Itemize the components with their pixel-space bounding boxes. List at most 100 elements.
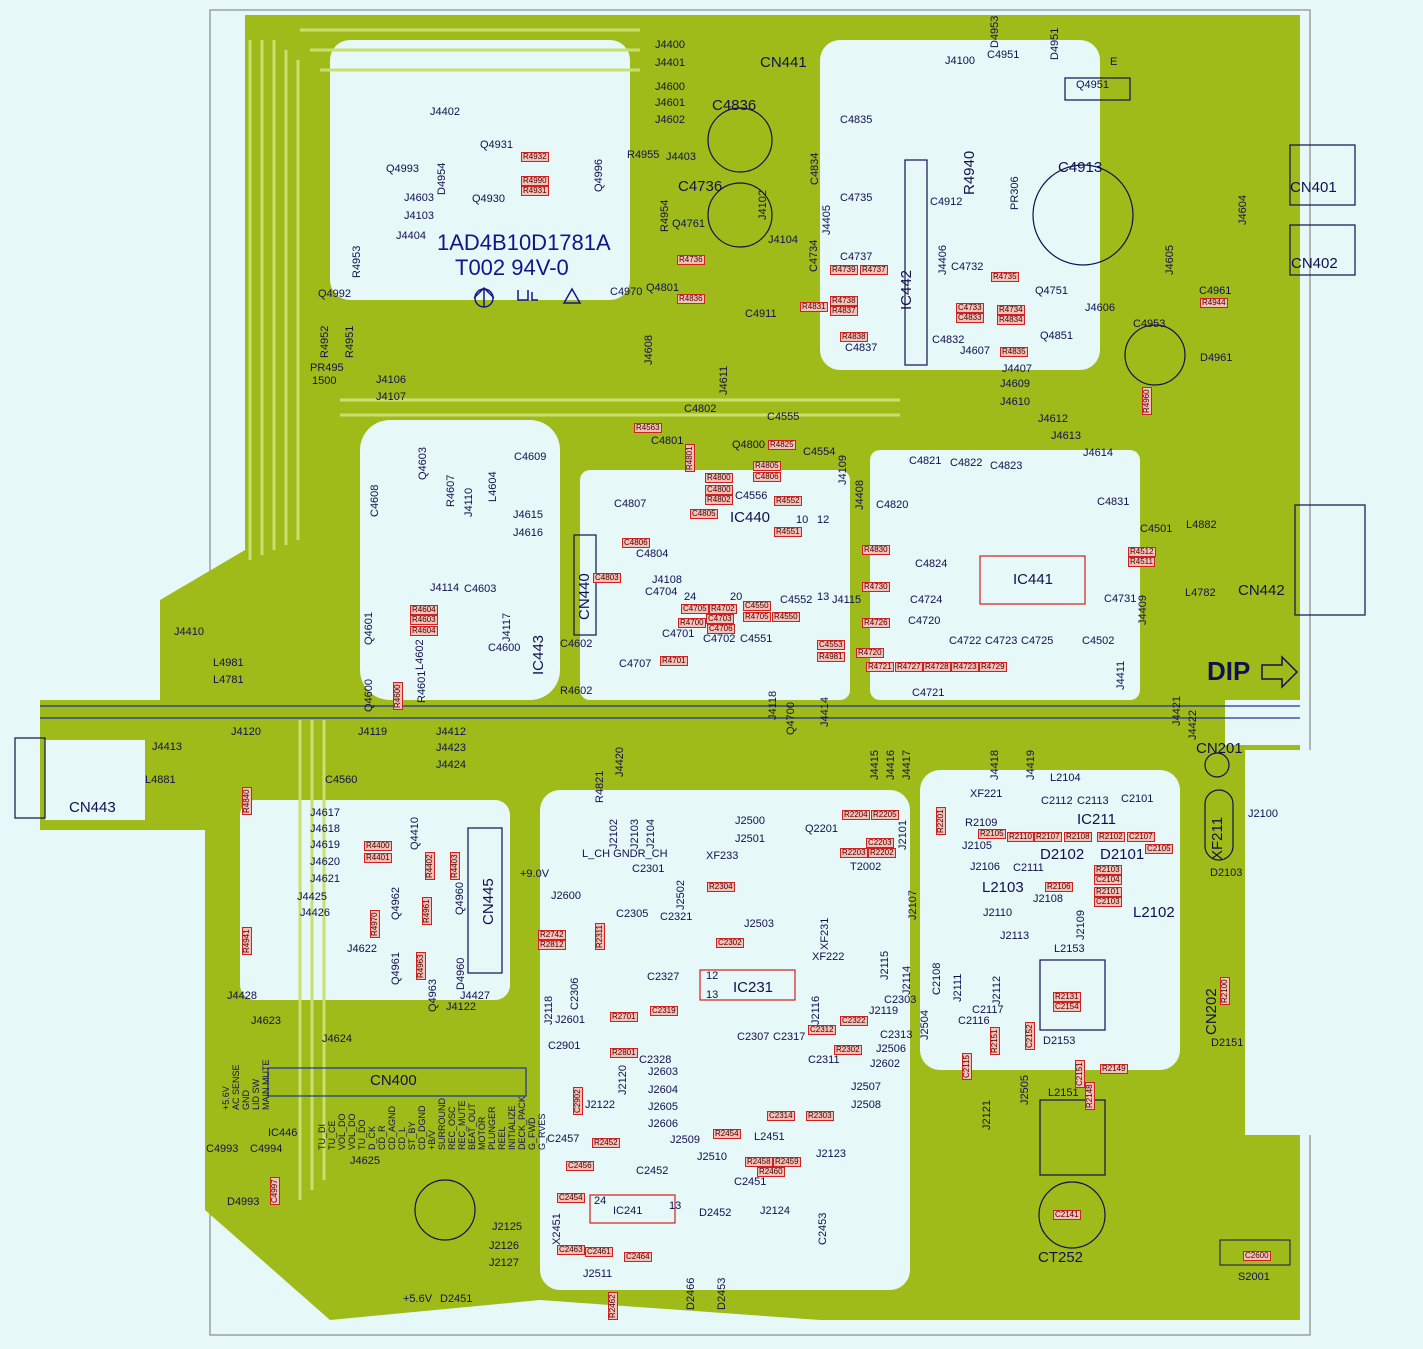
resistor-label: C4833 <box>956 313 984 323</box>
component-label: D4960 <box>455 957 467 990</box>
cn400-pin-label: CD_DGND <box>417 1105 427 1150</box>
component-label: J4119 <box>358 726 388 738</box>
resistor-label: C2115 <box>962 1053 972 1080</box>
component-label: J2110 <box>983 907 1013 919</box>
component-label: C4970 <box>610 286 643 298</box>
component-label: J4405 <box>821 205 833 235</box>
component-label: L4981 <box>213 657 244 669</box>
resistor-label: R4400 <box>364 841 392 851</box>
component-label: L2104 <box>1050 772 1081 784</box>
resistor-label: R2110 <box>1007 832 1034 842</box>
component-label: J4615 <box>513 509 543 521</box>
resistor-label: C2141 <box>1053 1210 1081 1220</box>
component-label: L4781 <box>213 674 244 686</box>
resistor-label: R4729 <box>979 662 1007 672</box>
resistor-label: R4836 <box>677 294 705 304</box>
component-label: C4724 <box>910 594 943 606</box>
component-label: J4412 <box>436 726 466 738</box>
component-label: J4118 <box>767 690 779 720</box>
component-label: L4604 <box>487 471 499 502</box>
component-label: D4954 <box>436 162 448 195</box>
component-label: J4610 <box>1000 396 1030 408</box>
component-label: C4802 <box>684 403 717 415</box>
component-label: J2506 <box>876 1043 906 1055</box>
cn400-pin-label: SURROUND <box>437 1097 447 1150</box>
cn400-pin-label: TU_DI <box>317 1123 327 1150</box>
component-label: J2121 <box>981 1100 993 1130</box>
component-label: CN401 <box>1290 179 1337 196</box>
component-label: J4616 <box>513 527 543 539</box>
component-label: J2120 <box>617 1065 629 1095</box>
resistor-label: R4960 <box>1142 387 1152 415</box>
component-label: C4832 <box>932 334 965 346</box>
component-label: IC211 <box>1077 811 1116 828</box>
resistor-label: R4941 <box>242 927 252 955</box>
component-label: C2113 <box>1077 795 1109 807</box>
resistor-label: R2204 <box>842 810 870 820</box>
component-label: C4911 <box>745 308 777 320</box>
component-label: L4782 <box>1185 587 1216 599</box>
component-label: J2108 <box>1033 893 1063 905</box>
component-label: J4407 <box>1002 363 1032 375</box>
component-label: C4735 <box>840 192 873 204</box>
component-label: J4612 <box>1038 413 1068 425</box>
component-label: J4409 <box>1137 595 1149 625</box>
cn400-pin-label: VOL_DO <box>347 1113 357 1150</box>
component-label: Q4801 <box>646 282 680 294</box>
component-label: C2901 <box>548 1040 581 1052</box>
resistor-label: C4703 <box>706 614 734 624</box>
board-rating: T002 94V-0 <box>455 255 569 280</box>
component-label: 12 <box>706 970 719 982</box>
component-label: J2101 <box>897 820 909 850</box>
component-label: R4951 <box>344 325 356 358</box>
resistor-label: R4705 <box>743 612 771 622</box>
dip-arrow-icon <box>1261 655 1299 689</box>
resistor-label: C2302 <box>716 938 744 948</box>
component-label: L2451 <box>754 1131 785 1143</box>
resistor-label: C2463 <box>557 1245 585 1255</box>
component-label: J4608 <box>643 335 655 365</box>
component-label: J4421 <box>1171 696 1183 726</box>
component-label: C4951 <box>987 49 1020 61</box>
cn400-pin-label: REEL <box>497 1126 507 1150</box>
component-label: J4618 <box>310 823 340 835</box>
component-label: J4109 <box>837 455 849 485</box>
component-label: C4824 <box>915 558 948 570</box>
component-label: CT252 <box>1038 1249 1084 1266</box>
component-label: C4835 <box>840 114 873 126</box>
component-label: C4732 <box>951 261 984 273</box>
component-label: J4617 <box>310 807 340 819</box>
component-label: D4951 <box>1049 27 1061 60</box>
component-label: J4603 <box>404 192 434 204</box>
component-label: J4401 <box>655 57 685 69</box>
resistor-label: R2458 <box>745 1157 773 1167</box>
component-label: C4993 <box>206 1143 239 1155</box>
component-label: J2113 <box>1000 930 1030 942</box>
resistor-label: R4738 <box>830 296 858 306</box>
component-label: D2451 <box>440 1293 473 1305</box>
resistor-label: R4604 <box>410 605 438 615</box>
dip-label: DIP <box>1207 656 1251 686</box>
component-label: J4623 <box>251 1015 281 1027</box>
component-label: R4602 <box>560 685 593 697</box>
component-label: 24 <box>684 591 697 603</box>
component-label: J2500 <box>735 815 765 827</box>
cn400-pin-label: VOL_DO <box>337 1113 347 1150</box>
resistor-label: C2152 <box>1025 1022 1035 1050</box>
component-label: C4608 <box>369 484 381 517</box>
component-label: R4821 <box>594 770 606 803</box>
component-label: J4600 <box>655 81 685 93</box>
component-label: J4114 <box>430 582 460 594</box>
component-label: C2457 <box>547 1133 580 1145</box>
component-label: D2452 <box>699 1207 732 1219</box>
component-label: IC442 <box>898 269 915 310</box>
resistor-label: R4512 <box>1128 547 1156 557</box>
resistor-label: R4739 <box>830 265 858 275</box>
resistor-label: R4963 <box>416 952 426 980</box>
component-label: C2313 <box>880 1029 913 1041</box>
component-label: Q4931 <box>480 139 514 151</box>
resistor-label: R2454 <box>713 1129 741 1139</box>
component-label: L4881 <box>145 774 176 786</box>
resistor-label: C2151 <box>1075 1060 1085 1088</box>
